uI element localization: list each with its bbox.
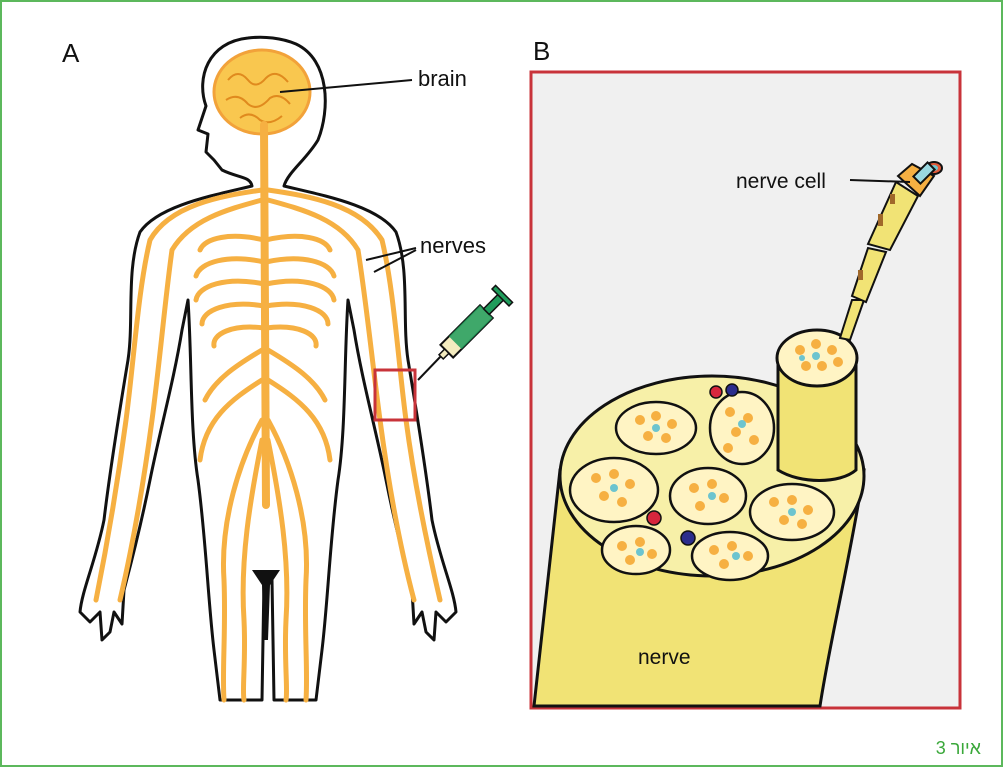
nerves-label: nerves <box>420 233 486 259</box>
figure-caption: איור 3 <box>936 738 981 759</box>
panel-a-label: A <box>62 38 79 69</box>
panel-b-label: B <box>533 36 550 67</box>
brain-label: brain <box>418 66 467 92</box>
brain-illustration <box>214 50 310 134</box>
nerve-cell-label: nerve cell <box>736 170 826 194</box>
fascicle-cylinder <box>777 330 857 481</box>
syringe-icon <box>418 285 513 380</box>
nerve-label: nerve <box>638 646 691 670</box>
